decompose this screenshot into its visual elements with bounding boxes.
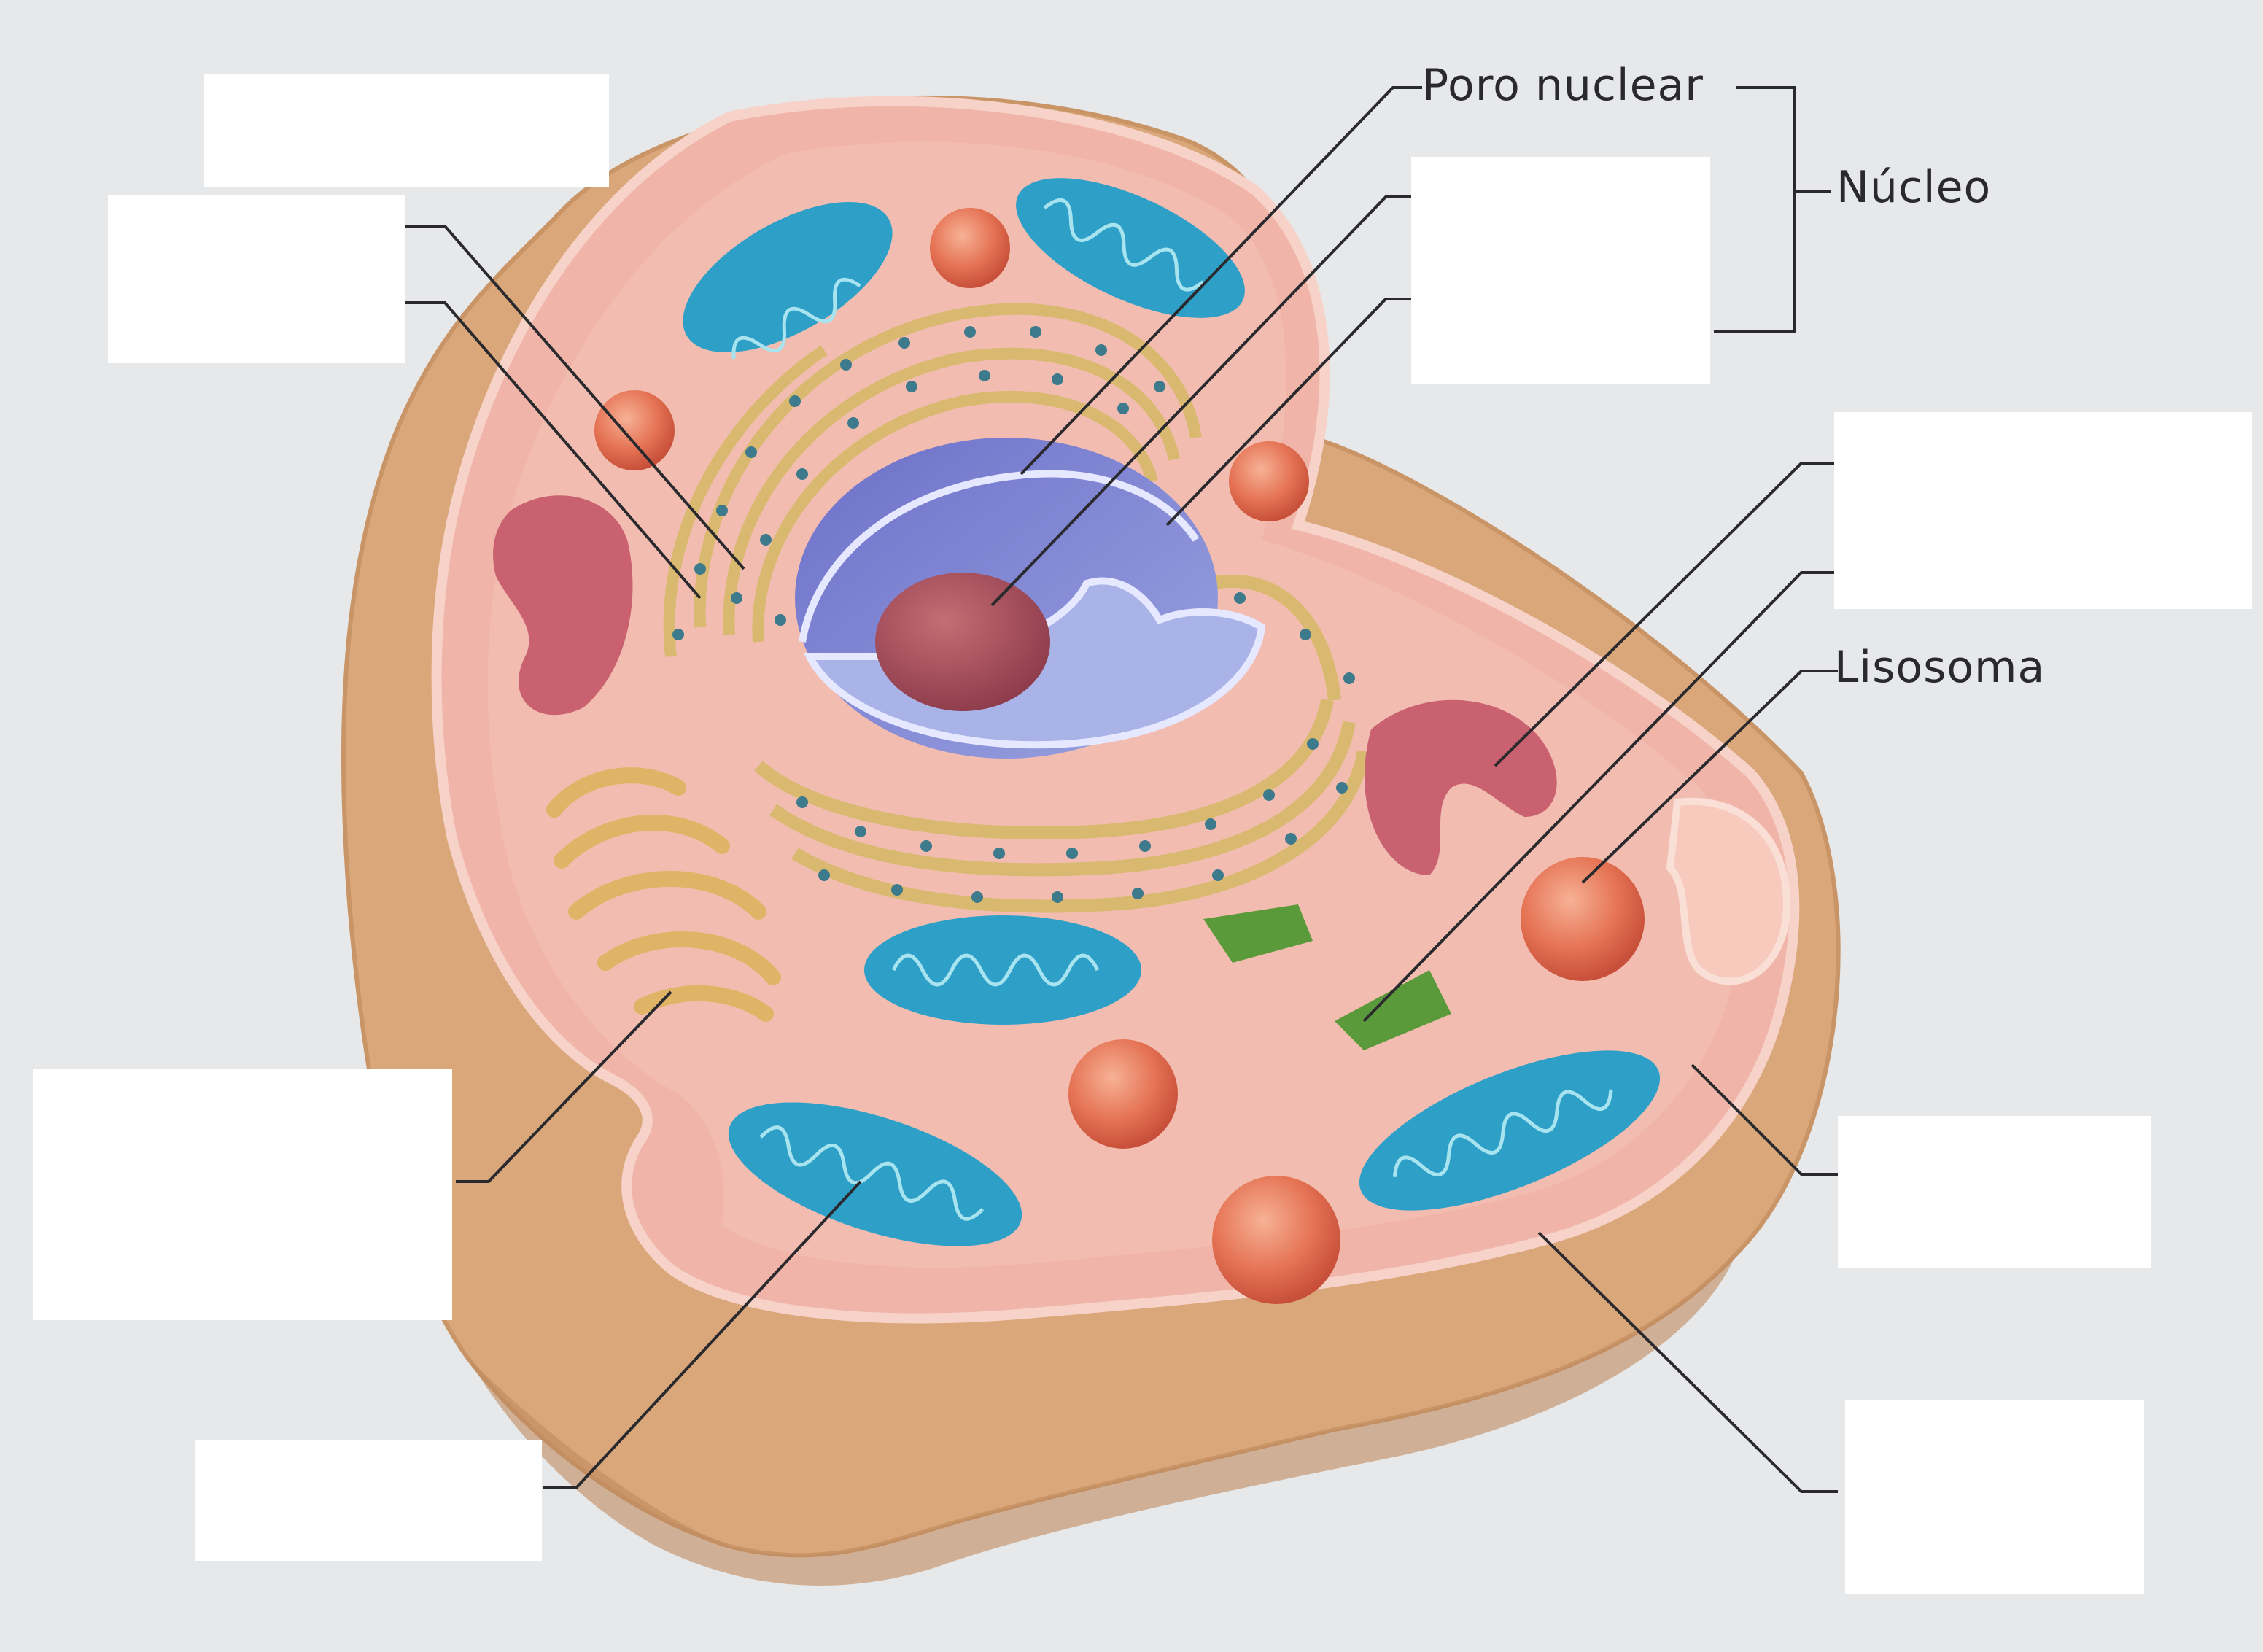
nucleolus [875,573,1050,711]
mitochondrion-2 [1016,178,1245,318]
cytoplasm-fold [1666,797,1791,985]
leader-nucleus-part-1 [990,195,1422,607]
blank-box-nucleus-parts [1411,157,1710,384]
blank-box-left-upper [108,195,405,363]
golgi-apparatus [546,767,781,1022]
mitochondrion-4 [728,1102,1022,1246]
leader-right-upper [1494,462,1838,767]
nuclear-envelope-outline [799,470,1200,643]
lysosome-3 [1229,441,1309,521]
leader-mitochondrion [543,1180,862,1489]
ribosome-dots-lower [796,592,1355,903]
smooth-er [493,495,1557,875]
blank-box-right-upper [1834,412,2252,609]
leader-right-lower [1537,1231,1838,1493]
leader-nucleus-part-2 [1165,298,1422,527]
rough-er-lower [754,574,1370,913]
rough-er-left [663,303,1202,657]
centriole-1 [1203,904,1313,963]
leader-golgi [456,990,672,1183]
label-nucleo: Núcleo [1836,162,1992,213]
lysosome-4 [1521,857,1645,981]
mitochondrion-1 [683,201,893,353]
blank-box-left-lower [33,1069,452,1320]
lysosome-6 [1212,1176,1340,1304]
blank-box-top-left [204,74,609,187]
lysosome-2 [594,390,675,470]
leader-right-middle [1691,1063,1838,1176]
lysosome-5 [1068,1039,1178,1149]
label-poro-nuclear: Poro nuclear [1422,60,1704,111]
centrioles [1203,904,1451,1050]
leader-poro-nuclear [1020,86,1422,476]
cell-rim-shadow [467,1254,1736,1586]
mitochondrion-3 [864,915,1141,1025]
blank-box-right-lower [1845,1400,2144,1594]
blank-box-right-middle [1838,1116,2151,1268]
leader-right-upper-2 [1362,571,1838,1023]
blank-box-bottom-left [195,1440,542,1561]
centriole-2 [1335,970,1451,1050]
mitochondria [683,178,1661,1246]
lysosomes [594,208,1645,1304]
ribosome-dots-left [672,326,1165,640]
leader-lines [405,86,1838,1493]
nucleus-bracket [1714,86,1831,333]
leader-lisosoma [1581,670,1838,884]
label-lisosoma: Lisosoma [1834,642,2046,693]
mitochondrion-5 [1359,1050,1661,1211]
leader-top-left-2 [405,301,702,600]
lysosome-1 [930,208,1010,288]
leader-top-left-1 [405,225,745,570]
